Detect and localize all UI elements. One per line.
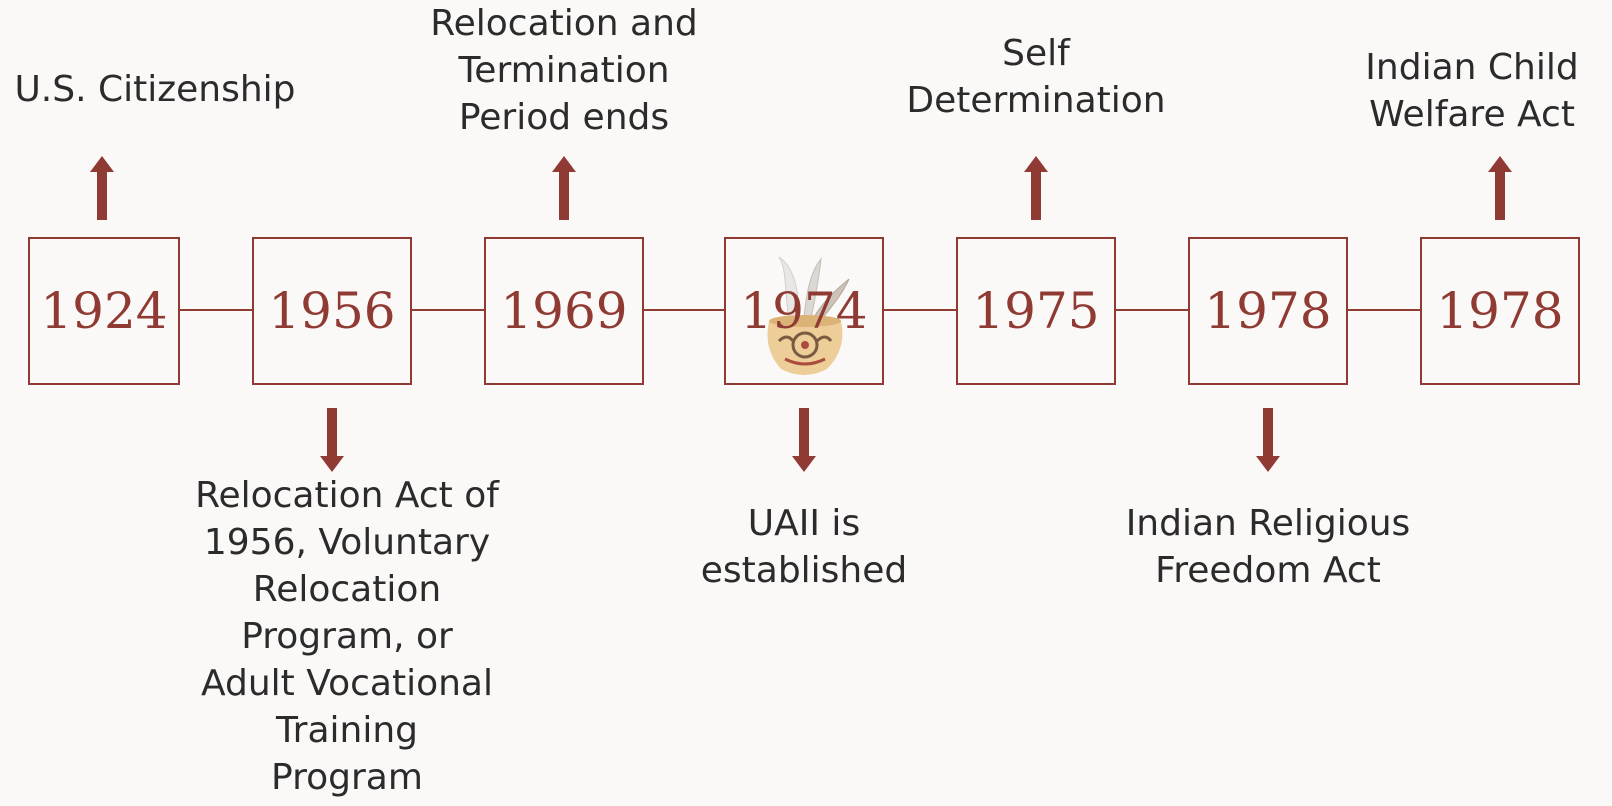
arrow-up-icon	[1488, 156, 1512, 220]
arrow-up-icon	[90, 156, 114, 220]
year-box-1974: 1974	[724, 237, 884, 385]
arrow-down-icon	[1256, 408, 1280, 472]
timeline-connector	[180, 309, 252, 311]
event-label-citizenship: U.S. Citizenship	[14, 69, 296, 110]
year-box-1975: 1975	[956, 237, 1116, 385]
timeline-connector	[412, 309, 484, 311]
arrow-up-icon	[552, 156, 576, 220]
year-box-1978-child: 1978	[1420, 237, 1580, 385]
event-label-child-welfare: Indian Child Welfare Act	[1365, 47, 1579, 135]
year-label: 1974	[740, 282, 868, 340]
arrow-up-icon	[1024, 156, 1048, 220]
year-label: 1978	[1436, 282, 1564, 340]
basket-with-feathers-icon	[767, 256, 850, 375]
year-label: 1969	[500, 282, 628, 340]
event-label-self-determination: Self Determination	[906, 33, 1166, 121]
timeline-connector	[884, 309, 956, 311]
arrow-down-icon	[792, 408, 816, 472]
year-label: 1924	[40, 282, 168, 340]
timeline-connector	[1348, 309, 1420, 311]
year-box-1978-religious: 1978	[1188, 237, 1348, 385]
year-box-1969: 1969	[484, 237, 644, 385]
arrow-down-icon	[320, 408, 344, 472]
event-label-uaii: UAII is established	[700, 503, 908, 591]
timeline-connector	[644, 309, 724, 311]
year-label: 1978	[1204, 282, 1332, 340]
year-box-1924: 1924	[28, 237, 180, 385]
event-label-termination-ends: Relocation and Termination Period ends	[430, 3, 698, 138]
year-label: 1975	[972, 282, 1100, 340]
event-label-relocation-act: Relocation Act of 1956, Voluntary Reloca…	[195, 475, 499, 798]
timeline-connector	[1116, 309, 1188, 311]
event-label-religious-freedom: Indian Religious Freedom Act	[1125, 503, 1411, 591]
year-box-1956: 1956	[252, 237, 412, 385]
year-label: 1956	[268, 282, 396, 340]
